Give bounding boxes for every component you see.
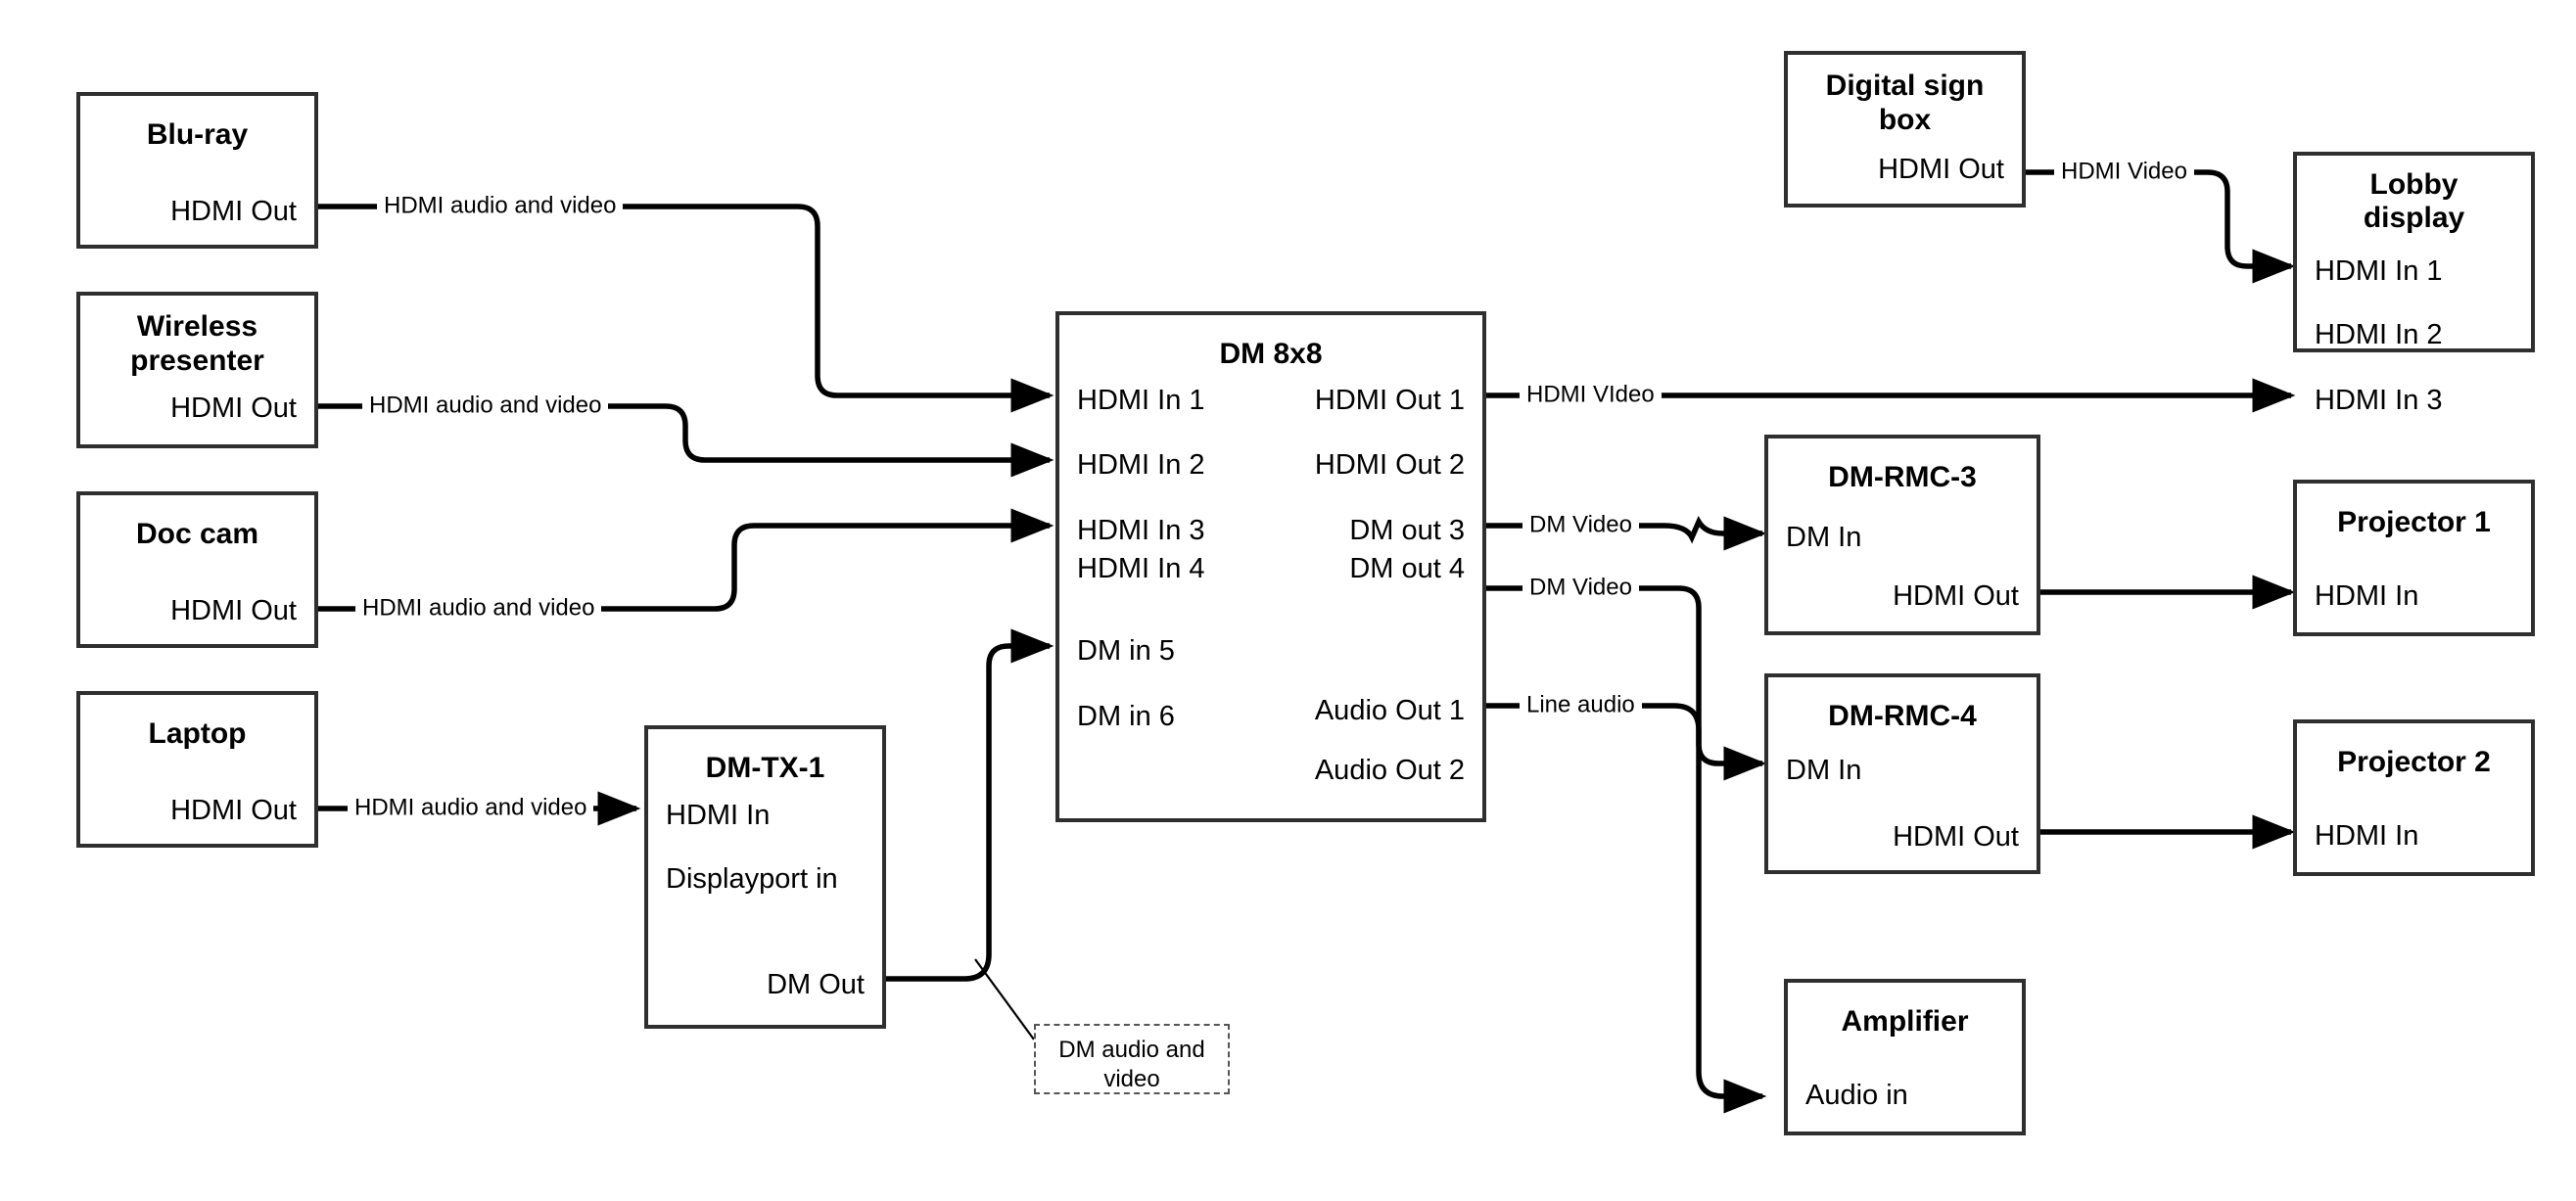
- node-dm-rmc-4[interactable]: DM-RMC-4 DM In HDMI Out: [1764, 673, 2040, 874]
- dm-rmc-4-title: DM-RMC-4: [1828, 700, 1977, 732]
- node-digital-sign-box[interactable]: Digital sign box HDMI Out: [1784, 51, 2026, 208]
- wire-audio-out-1-to-amplifier: [1486, 703, 1767, 1114]
- digital-sign-box-title-line2: box: [1878, 104, 1932, 136]
- edge-label-dm-out-4-to-rmc4: DM Video: [1522, 574, 1639, 603]
- dm-8x8-output-dm-out-4: DM out 4: [1349, 553, 1465, 584]
- wire-bluray-to-hdmi-in-1: [318, 204, 1054, 413]
- dm-8x8-output-hdmi-out-2: HDMI Out 2: [1314, 449, 1465, 481]
- dm-8x8-input-hdmi-in-4: HDMI In 4: [1077, 553, 1205, 584]
- dm-tx-1-port-hdmi-in: HDMI In: [666, 800, 771, 831]
- dm-8x8-input-hdmi-in-3: HDMI In 3: [1077, 515, 1205, 546]
- edge-label-sign-to-lobby: HDMI Video: [2054, 158, 2194, 187]
- edge-label-laptop-to-dmtx1: HDMI audio and video: [348, 794, 594, 823]
- wire-dmtx1-to-dm-in-5: [886, 628, 1054, 982]
- node-laptop[interactable]: Laptop HDMI Out: [76, 691, 318, 848]
- node-doc-cam[interactable]: Doc cam HDMI Out: [76, 491, 318, 648]
- projector-2-title: Projector 2: [2337, 746, 2491, 778]
- wireless-presenter-title-line1: Wireless: [136, 310, 258, 343]
- dm-8x8-input-hdmi-in-1: HDMI In 1: [1077, 385, 1205, 416]
- node-wireless-presenter[interactable]: Wireless presenter HDMI Out: [76, 292, 318, 448]
- node-amplifier[interactable]: Amplifier Audio in: [1784, 979, 2026, 1135]
- edge-label-wireless-to-hdmi-in-2: HDMI audio and video: [362, 392, 609, 421]
- node-projector-1[interactable]: Projector 1 HDMI In: [2293, 480, 2535, 636]
- projector-2-port-hdmi-in: HDMI In: [2315, 820, 2419, 852]
- dm-tx-1-port-dm-out: DM Out: [767, 969, 865, 1000]
- amplifier-port-audio-in: Audio in: [1805, 1080, 1908, 1111]
- lobby-display-input-hdmi-in-3: HDMI In 3: [2315, 385, 2443, 416]
- callout-dm-audio-and-video: DM audio and video: [1034, 1024, 1230, 1094]
- digital-sign-box-port-hdmi-out: HDMI Out: [1878, 154, 2004, 185]
- laptop-port-hdmi-out: HDMI Out: [170, 795, 297, 826]
- edge-label-hdmi-out-1-to-lobby: HDMI VIdeo: [1520, 381, 1662, 410]
- node-dm-8x8[interactable]: DM 8x8 HDMI In 1 HDMI In 2 HDMI In 3 HDM…: [1055, 311, 1486, 822]
- lobby-display-input-hdmi-in-1: HDMI In 1: [2315, 255, 2443, 287]
- edge-label-bluray-to-hdmi-in-1: HDMI audio and video: [377, 192, 624, 221]
- projector-1-port-hdmi-in: HDMI In: [2315, 580, 2419, 612]
- dm-rmc-3-port-hdmi-out: HDMI Out: [1893, 580, 2019, 612]
- dm-8x8-output-audio-out-1: Audio Out 1: [1314, 695, 1465, 726]
- lobby-display-title-line1: Lobby: [2369, 168, 2459, 201]
- dm-rmc-4-port-hdmi-out: HDMI Out: [1893, 821, 2019, 853]
- laptop-title: Laptop: [148, 717, 247, 750]
- lobby-display-title-line2: display: [2363, 202, 2465, 234]
- amplifier-title: Amplifier: [1841, 1005, 1969, 1038]
- wireless-presenter-title-line2: presenter: [130, 345, 264, 377]
- dm-8x8-input-dm-in-5: DM in 5: [1077, 635, 1175, 667]
- node-bluray[interactable]: Blu-ray HDMI Out: [76, 92, 318, 249]
- dm-rmc-3-title: DM-RMC-3: [1828, 461, 1977, 493]
- dm-rmc-4-port-dm-in: DM In: [1786, 755, 1862, 786]
- node-projector-2[interactable]: Projector 2 HDMI In: [2293, 719, 2535, 876]
- doc-cam-port-hdmi-out: HDMI Out: [170, 595, 297, 626]
- digital-sign-box-title-line1: Digital sign: [1825, 69, 1985, 102]
- doc-cam-title: Doc cam: [135, 518, 259, 550]
- node-dm-tx-1[interactable]: DM-TX-1 HDMI In Displayport in DM Out: [644, 725, 886, 1029]
- dm-8x8-input-dm-in-6: DM in 6: [1077, 701, 1175, 732]
- dm-tx-1-port-displayport-in: Displayport in: [666, 863, 838, 895]
- edge-label-audio-out-1-to-amplifier: Line audio: [1520, 691, 1642, 720]
- node-lobby-display[interactable]: Lobby display HDMI In 1 HDMI In 2 HDMI I…: [2293, 152, 2535, 416]
- edge-label-doccam-to-hdmi-in-3: HDMI audio and video: [355, 594, 602, 624]
- lobby-display-input-hdmi-in-2: HDMI In 2: [2315, 319, 2443, 350]
- dm-8x8-input-hdmi-in-2: HDMI In 2: [1077, 449, 1205, 481]
- wireless-presenter-port-hdmi-out: HDMI Out: [170, 393, 297, 424]
- edge-label-dm-out-3-to-rmc3: DM Video: [1522, 511, 1639, 540]
- dm-8x8-title: DM 8x8: [1219, 338, 1323, 370]
- dm-8x8-output-dm-out-3: DM out 3: [1349, 515, 1465, 546]
- leader-line-dm-av-callout: [974, 958, 1035, 1040]
- wire-dm-out-4-to-rmc4: [1486, 585, 1767, 781]
- dm-8x8-output-hdmi-out-1: HDMI Out 1: [1314, 385, 1465, 416]
- node-dm-rmc-3[interactable]: DM-RMC-3 DM In HDMI Out: [1764, 435, 2040, 635]
- bluray-title: Blu-ray: [146, 118, 249, 151]
- projector-1-title: Projector 1: [2337, 506, 2491, 538]
- dm-rmc-3-port-dm-in: DM In: [1786, 522, 1862, 553]
- bluray-port-hdmi-out: HDMI Out: [170, 196, 297, 227]
- dm-8x8-output-audio-out-2: Audio Out 2: [1314, 755, 1465, 786]
- dm-tx-1-title: DM-TX-1: [705, 752, 825, 784]
